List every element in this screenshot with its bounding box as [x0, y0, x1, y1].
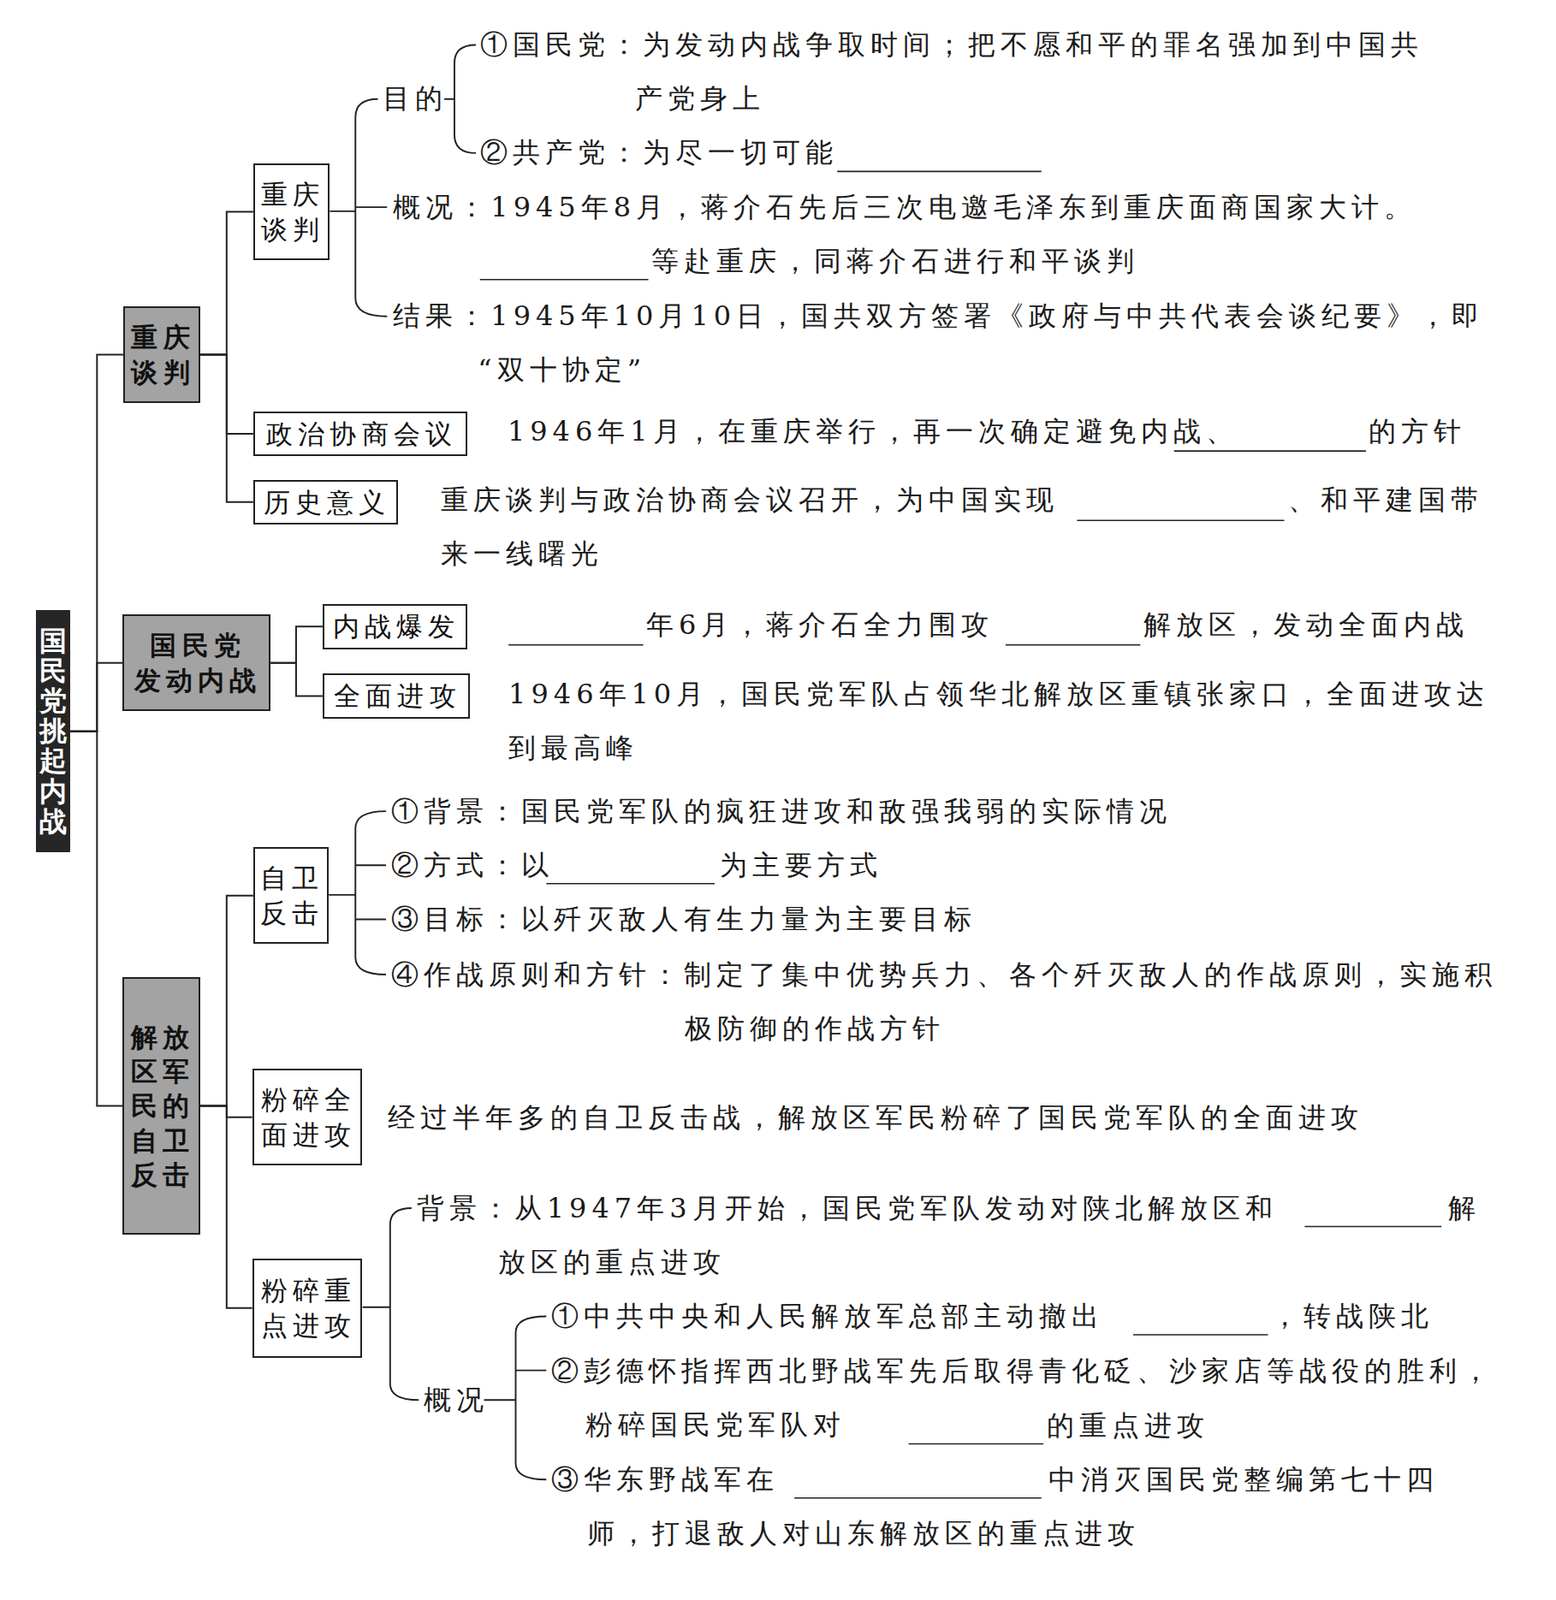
tree-connector — [270, 626, 323, 663]
bracket-line — [444, 44, 476, 153]
tree-connector — [200, 1106, 253, 1309]
note-text: 经过半年多的自卫反击战，解放区军民粉碎了国民党军队的全面进攻 — [387, 1091, 1364, 1146]
note-text: 的方针 — [1368, 404, 1467, 459]
note-text: 背景：从1947年3月开始，国民党军队发动对陕北解放区和 — [416, 1181, 1278, 1236]
node-text: 国民党挑起内战 — [39, 626, 67, 838]
note-text: ③目标：以歼灭敌人有生力量为主要目标 — [391, 892, 977, 947]
note-text: 结果：1945年10月10日，国共双方签署《政府与中共代表会谈纪要》，即“双十协… — [392, 289, 1496, 398]
note-text: 概况：1945年8月，蒋介石先后三次电邀毛泽东到重庆面商国家大计。 — [392, 180, 1417, 235]
topic-box: 解放区军民的自卫反击 — [122, 977, 201, 1236]
note-text: ①中共中央和人民解放军总部主动撤出 — [551, 1289, 1105, 1344]
node-text: 国民党发动内战 — [129, 628, 267, 698]
answer-blank — [1304, 1226, 1442, 1229]
topic-box: 政治协商会议 — [253, 411, 469, 457]
tree-connector — [200, 212, 254, 356]
node-text: 内战爆发 — [332, 609, 461, 644]
tree-connector — [270, 663, 323, 697]
tree-connector — [200, 896, 254, 1107]
note-text: 重庆谈判与政治协商会议召开，为中国实现 — [440, 473, 1059, 528]
topic-box: 历史意义 — [253, 480, 398, 525]
answer-blank — [908, 1443, 1044, 1446]
tree-connector — [70, 663, 123, 732]
answer-blank — [1005, 644, 1141, 647]
answer-blank — [794, 1497, 1042, 1500]
answer-blank — [546, 883, 715, 885]
note-text: ②共产党：为尽一切可能 — [480, 125, 838, 180]
tree-connector — [70, 731, 123, 1107]
note-text: 年6月，蒋介石全力围攻 — [646, 598, 994, 653]
bracket-line — [328, 811, 387, 975]
topic-box: 粉碎重点进攻 — [252, 1259, 363, 1359]
tree-connector — [200, 355, 254, 503]
topic-box: 全面进攻 — [322, 673, 470, 719]
bracket-line — [362, 1208, 420, 1401]
note-text: 解放区的重点进攻 — [498, 1181, 1499, 1290]
topic-box: 重庆谈判 — [123, 306, 200, 404]
note-text: 等赴重庆，同蒋介石进行和平谈判 — [651, 234, 1140, 289]
node-text: 历史意义 — [263, 485, 392, 520]
answer-blank — [480, 279, 649, 281]
note-text: ③华东野战军在 — [551, 1453, 779, 1508]
node-text: 自卫反击 — [260, 861, 325, 931]
answer-blank — [1133, 1334, 1268, 1337]
answer-blank — [1076, 519, 1284, 522]
topic-box: 重庆谈判 — [253, 163, 330, 261]
note-text: 1946年1月，在重庆举行，再一次确定避免内战、 — [507, 404, 1239, 459]
node-text: 粉碎重点进攻 — [259, 1273, 359, 1343]
topic-box: 自卫反击 — [253, 847, 329, 945]
node-text: 重庆谈判 — [260, 177, 326, 247]
answer-blank — [508, 644, 643, 647]
note-text: ①国民党：为发动内战争取时间；把不愿和平的罪名强加到中国共产党身上 — [480, 17, 1445, 126]
topic-box: 内战爆发 — [322, 604, 468, 649]
note-text: ②方式：以 — [391, 838, 554, 893]
note-text: 中消灭国民党整编第七十四师，打退敌人对山东解放区的重点进攻 — [587, 1453, 1486, 1562]
node-text: 粉碎全面进攻 — [259, 1082, 359, 1153]
note-text: 目的 — [382, 71, 448, 126]
node-text: 全面进攻 — [333, 678, 462, 713]
note-text: ①背景：国民党军队的疯狂进攻和敌强我弱的实际情况 — [391, 784, 1172, 839]
note-text: 1946年10月，国民党军队占领华北解放区重镇张家口，全面进攻达到最高峰 — [508, 667, 1506, 776]
node-text: 政治协商会议 — [266, 416, 458, 452]
node-text: 重庆谈判 — [130, 320, 196, 390]
topic-box: 国民党发动内战 — [122, 614, 271, 712]
root-box: 国民党挑起内战 — [35, 610, 72, 853]
note-text: 、和平建国带来一线曙光 — [440, 473, 1503, 582]
topic-box: 粉碎全面进攻 — [252, 1069, 363, 1166]
note-text: ④作战原则和方针：制定了集中优势兵力、各个歼灭敌人的作战原则，实施积极防御的作战… — [391, 948, 1504, 1057]
answer-blank — [837, 171, 1042, 173]
tree-connector — [70, 355, 124, 732]
bracket-line — [329, 99, 387, 317]
answer-blank — [1174, 450, 1366, 452]
node-text: 解放区军民的自卫反击 — [129, 1020, 196, 1193]
note-text: ，转战陕北 — [1270, 1289, 1434, 1344]
note-text: 的重点进攻 — [1046, 1399, 1210, 1454]
note-text: ②彭德怀指挥西北野战军先后取得青化砭、沙家店等战役的胜利，粉碎国民党军队对 — [551, 1344, 1501, 1453]
note-text: 概况 — [423, 1373, 489, 1428]
note-text: 解放区，发动全面内战 — [1143, 598, 1469, 653]
note-text: 为主要方式 — [719, 838, 883, 893]
bracket-line — [484, 1316, 547, 1480]
